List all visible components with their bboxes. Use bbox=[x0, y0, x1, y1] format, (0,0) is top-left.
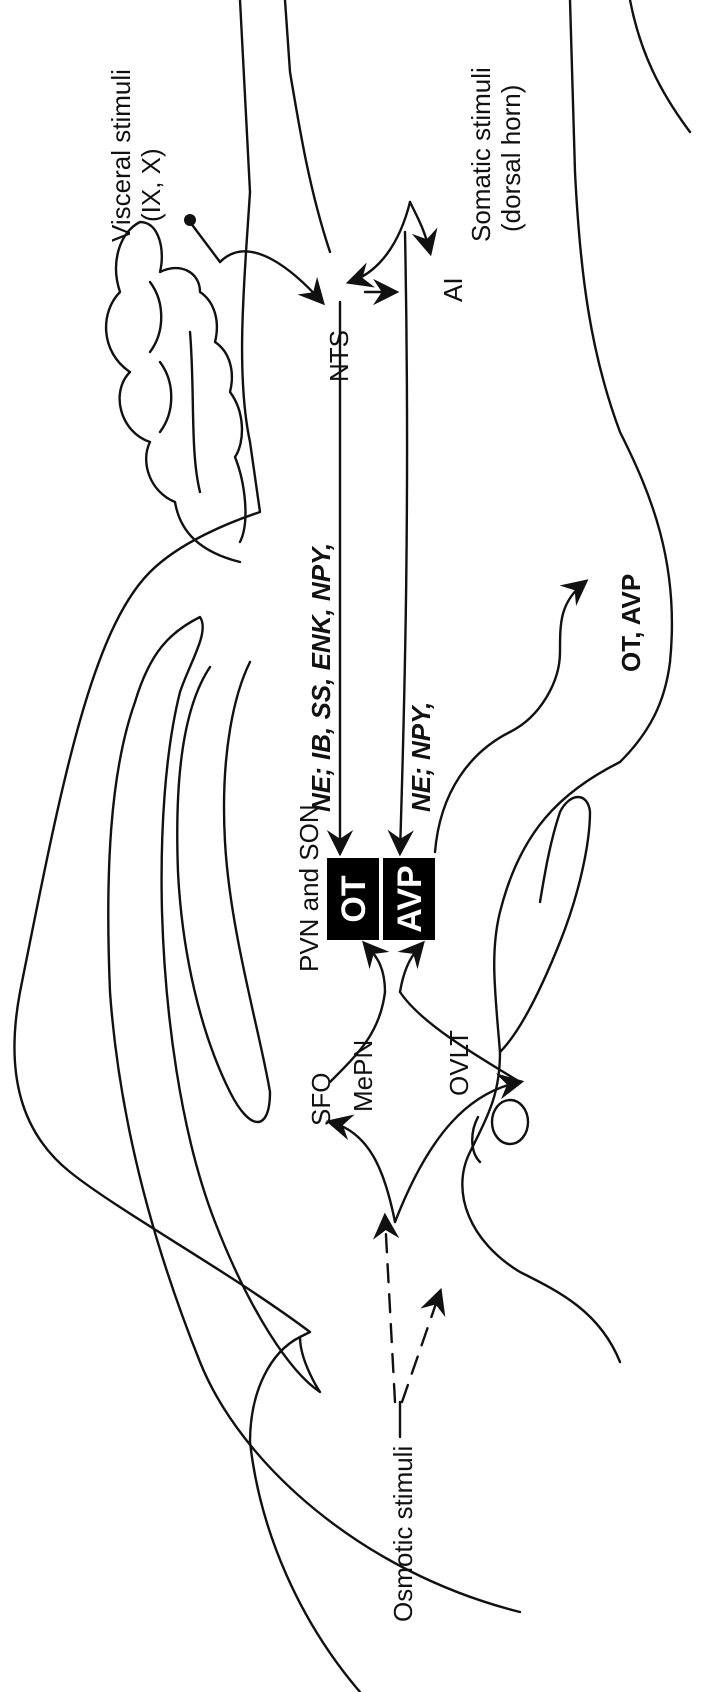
visceral-afferent bbox=[190, 222, 220, 262]
mammillary-body bbox=[492, 1100, 528, 1144]
avp-box-label: AVP bbox=[391, 865, 429, 932]
label-osmotic-stimuli: Osmotic stimuli bbox=[388, 1446, 418, 1622]
visceral-ganglion-dot bbox=[184, 214, 196, 226]
arrow-into-avp bbox=[400, 944, 422, 992]
somatic-arrow-to-ai bbox=[410, 202, 430, 252]
label-pvn-son: PVN and SON bbox=[294, 804, 324, 972]
label-sfo: SFO bbox=[306, 1073, 336, 1126]
label-mepn: MePN bbox=[348, 1040, 378, 1112]
label-nts: NTS bbox=[324, 330, 354, 382]
arrow-into-ot bbox=[365, 944, 385, 992]
arrow-to-mepn bbox=[330, 1122, 395, 1222]
label-lower-pathway-transmitters: NE; NPY, bbox=[406, 702, 436, 812]
label-ovlt: OVLT bbox=[444, 1030, 474, 1096]
label-ai: AI bbox=[438, 277, 468, 302]
ot-box-label: OT bbox=[335, 875, 373, 922]
visceral-arrow-to-nts bbox=[220, 251, 322, 302]
thalamus-outline bbox=[177, 662, 270, 1122]
cerebellum-folium-2 bbox=[190, 332, 200, 492]
cerebellum-folium-3 bbox=[150, 282, 161, 352]
label-somatic-stimuli: Somatic stimuli bbox=[466, 67, 496, 242]
label-output-hormones: OT, AVP bbox=[616, 574, 646, 672]
somatic-arrow-to-nts bbox=[350, 202, 410, 282]
label-upper-pathway-transmitters: NE; IB, SS, ENK, NPY, bbox=[306, 543, 336, 812]
pituitary-outline bbox=[500, 797, 590, 1052]
osmotic-arrow-upper bbox=[385, 1217, 395, 1402]
medulla-upper-wall bbox=[285, 0, 330, 252]
label-visceral-stimuli: Visceral stimuli bbox=[106, 69, 136, 242]
label-somatic-source: (dorsal horn) bbox=[496, 85, 526, 232]
cerebellum-outline bbox=[106, 222, 245, 562]
output-arrow bbox=[435, 582, 585, 852]
osmotic-arrow-lower bbox=[402, 1292, 440, 1402]
cerebellum-folium-1 bbox=[160, 362, 171, 432]
medulla-lower-wall bbox=[630, 0, 690, 132]
label-visceral-nerves: (IX, X) bbox=[136, 148, 166, 222]
